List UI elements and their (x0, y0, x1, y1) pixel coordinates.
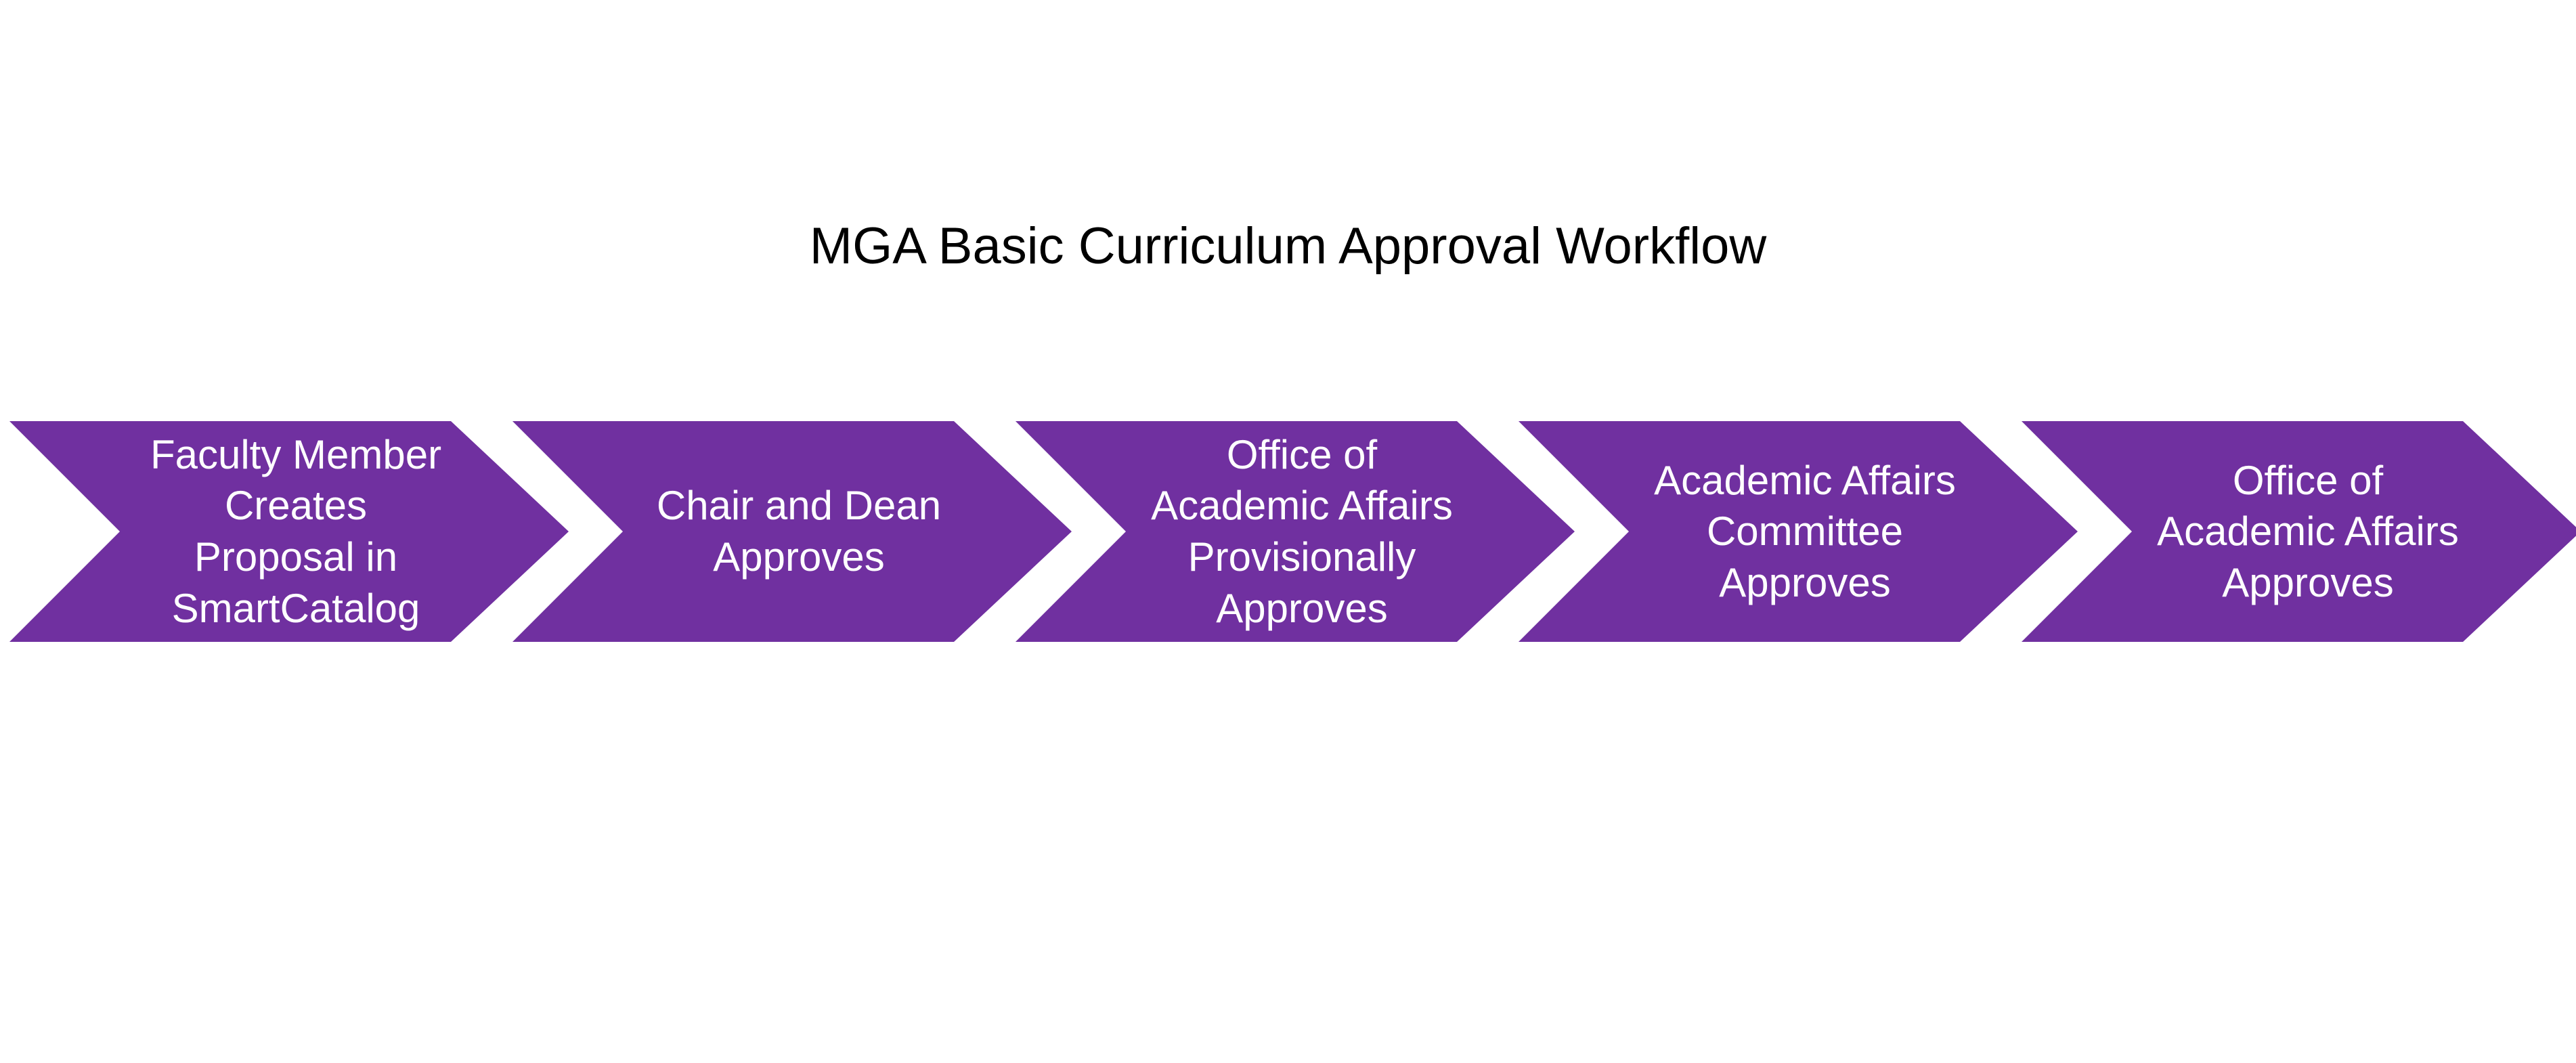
workflow-step-3: Office of Academic Affairs Provisionally… (1016, 421, 1575, 642)
workflow-step-4-label: Academic Affairs Committee Approves (1654, 457, 1956, 605)
workflow-step-2: Chair and Dean Approves (512, 421, 1072, 642)
workflow-step-2-label: Chair and Dean Approves (656, 483, 942, 580)
diagram-title: MGA Basic Curriculum Approval Workflow (809, 217, 1767, 275)
workflow-step-1-label: Faculty Member Creates Proposal in Smart… (150, 431, 442, 631)
workflow-step-4: Academic Affairs Committee Approves (1519, 421, 2078, 642)
workflow-step-5-label: Office of Academic Affairs Approves (2157, 457, 2459, 605)
workflow-step-1: Faculty Member Creates Proposal in Smart… (9, 421, 569, 642)
workflow-step-5: Office of Academic Affairs Approves (2022, 421, 2576, 642)
workflow-step-3-label: Office of Academic Affairs Provisionally… (1151, 431, 1453, 631)
